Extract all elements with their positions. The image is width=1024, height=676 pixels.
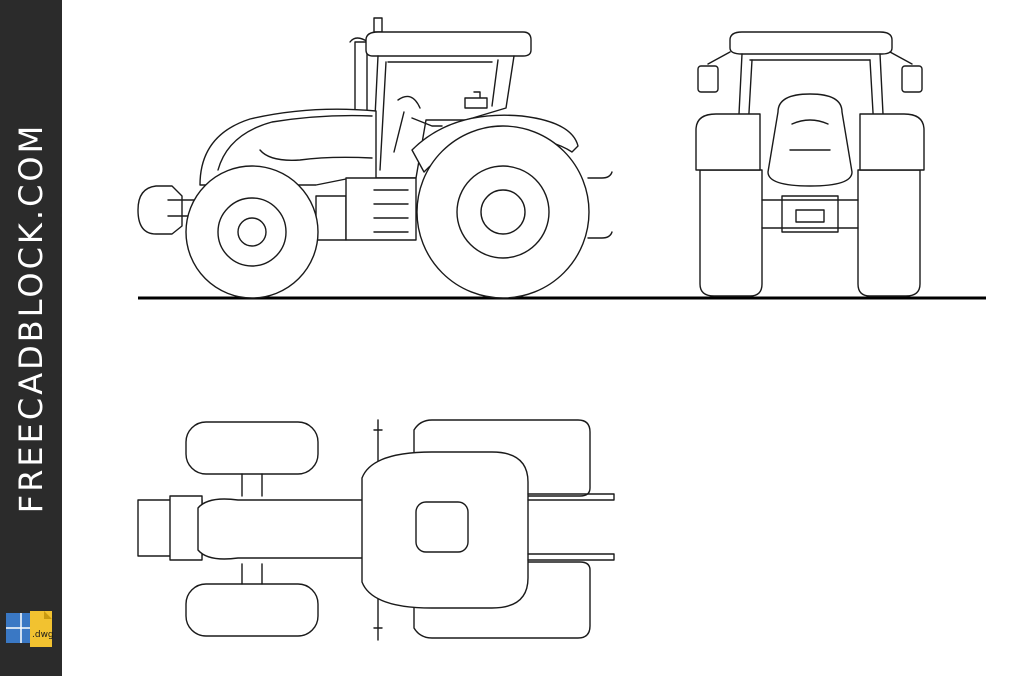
top-hitch-arms bbox=[527, 493, 615, 561]
rear-left-wheel bbox=[699, 169, 763, 297]
chassis-step bbox=[345, 177, 417, 241]
dwg-file-icon: .dwg bbox=[6, 611, 54, 647]
side-view bbox=[137, 17, 613, 299]
tractor-drawing bbox=[137, 17, 986, 641]
left-mirror bbox=[697, 65, 719, 93]
roof-hatch bbox=[415, 501, 469, 553]
right-mirror bbox=[901, 65, 923, 93]
cad-drawing bbox=[62, 0, 1024, 676]
seat bbox=[464, 91, 488, 109]
top-front-left-wheel bbox=[185, 421, 319, 475]
top-view bbox=[137, 419, 615, 641]
rear-wheel bbox=[416, 125, 590, 299]
logo-label: .dwg bbox=[32, 630, 54, 640]
steering-wheel bbox=[393, 95, 443, 153]
rear-hitch bbox=[587, 171, 613, 239]
beacon-light bbox=[373, 17, 383, 33]
rear-right-wheel bbox=[857, 169, 921, 297]
rear-view bbox=[695, 31, 925, 297]
top-hood bbox=[197, 498, 371, 560]
front-weight bbox=[137, 185, 183, 235]
rear-cab-roof bbox=[729, 31, 893, 55]
brand-text: FREECADBLOCK.COM bbox=[12, 122, 50, 514]
front-wheel bbox=[185, 165, 319, 299]
cab-roof bbox=[365, 31, 532, 57]
brand-sidebar: FREECADBLOCK.COM .dwg bbox=[0, 0, 62, 676]
rear-axle bbox=[761, 195, 859, 233]
top-front-right-wheel bbox=[185, 583, 319, 637]
rear-body bbox=[767, 93, 853, 187]
